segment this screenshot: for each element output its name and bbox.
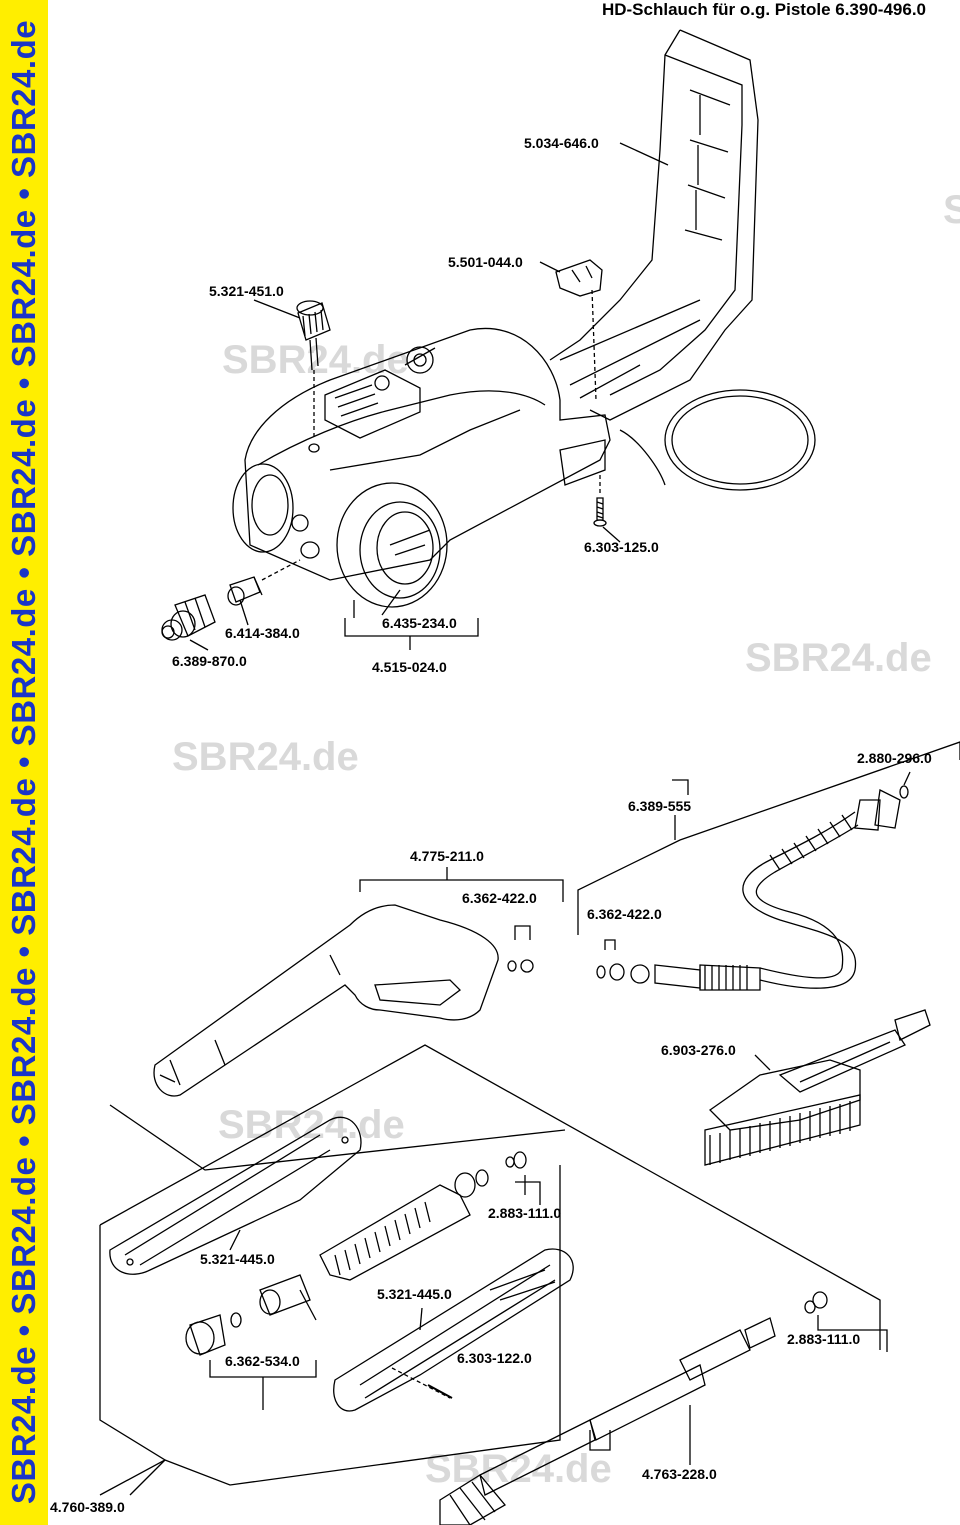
part-label: 4.763-228.0 [642, 1466, 717, 1482]
watermark: SBR24.de [943, 188, 960, 232]
part-label: 2.880-296.0 [857, 750, 932, 766]
part-label: 6.303-122.0 [457, 1350, 532, 1366]
watermark: SBR24.de [222, 338, 409, 382]
part-label: 6.435-234.0 [382, 615, 457, 631]
part-label: 6.362-534.0 [225, 1353, 300, 1369]
part-label: 6.903-276.0 [661, 1042, 736, 1058]
machine-body [233, 30, 815, 607]
upper-small-parts [162, 260, 606, 640]
part-label: 2.883-111.0 [488, 1205, 562, 1221]
part-label: 5.321-445.0 [377, 1286, 452, 1302]
part-label: 6.362-422.0 [587, 906, 662, 922]
watermark: SBR24.de [172, 735, 359, 779]
part-label: 5.501-044.0 [448, 254, 523, 270]
part-label: 6.389-870.0 [172, 653, 247, 669]
upper-leader-lines [190, 143, 668, 650]
part-label: 4.515-024.0 [372, 659, 447, 675]
part-label: 4.760-389.0 [50, 1499, 125, 1515]
part-label: 6.362-422.0 [462, 890, 537, 906]
sidebar-banner: SBR24.de • SBR24.de • SBR24.de • SBR24.d… [0, 0, 48, 1525]
part-label: 4.775-211.0 [410, 848, 484, 864]
part-label: 6.303-125.0 [584, 539, 659, 555]
watermark: SBR24.de [745, 636, 932, 680]
lower-leader-lines [130, 1055, 887, 1495]
part-label: 2.883-111.0 [787, 1331, 861, 1347]
part-label: 5.034-646.0 [524, 135, 599, 151]
part-label: 6.414-384.0 [225, 625, 300, 641]
part-label: 6.389-555 [628, 798, 692, 814]
part-label: 5.321-445.0 [200, 1251, 275, 1267]
part-label: 5.321-451.0 [209, 283, 284, 299]
lower-assembly [100, 742, 960, 1525]
page-title: HD-Schlauch für o.g. Pistole 6.390-496.0 [601, 0, 926, 19]
